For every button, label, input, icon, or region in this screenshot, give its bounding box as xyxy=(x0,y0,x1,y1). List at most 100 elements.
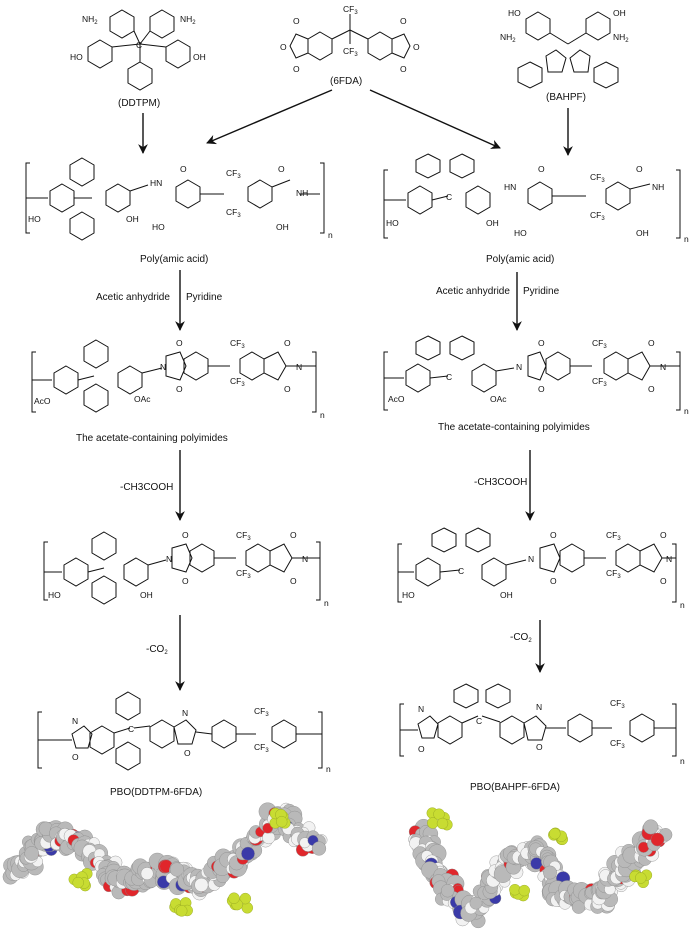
fluorine-sphere xyxy=(175,905,188,917)
carbonyl-oxygen-label: O xyxy=(290,576,297,586)
carbonyl-oxygen-label: O xyxy=(284,384,291,394)
reagent-acetic-anhydride-left: Acetic anhydride xyxy=(96,292,170,303)
fluorine-sphere xyxy=(518,884,530,897)
hydroxyl-label: OH xyxy=(140,590,153,600)
carbonyl-oxygen-label: O xyxy=(538,338,545,348)
cf3-label: CF3 xyxy=(254,706,269,718)
acetate-polyimide-left-label: The acetate-containing polyimides xyxy=(76,433,228,444)
pbo-ddtpm-6fda-label: PBO(DDTPM-6FDA) xyxy=(110,787,202,798)
acetoxy-label: AcO xyxy=(388,394,405,404)
amide-label: HN xyxy=(150,178,162,188)
oxygen-label: O xyxy=(400,16,407,26)
carbonyl-oxygen-label: O xyxy=(278,164,285,174)
reagent-co2-left: -CO2 xyxy=(146,644,168,656)
carbonyl-oxygen-label: O xyxy=(180,164,187,174)
monomer-6fda-label: (6FDA) xyxy=(330,76,362,87)
oxazole-oxygen-label: O xyxy=(184,748,191,758)
arrow-6fda-right xyxy=(369,89,501,149)
oxygen-label: O xyxy=(293,16,300,26)
amide-label: HN xyxy=(504,182,516,192)
carbonyl-oxygen-label: O xyxy=(176,384,183,394)
cf3-label: CF3 xyxy=(606,568,621,580)
pbo-bahpf-6fda: N O C N O CF3 CF3 n PBO(BAHPF-6FDA) xyxy=(399,683,685,793)
acetoxy-label: OAc xyxy=(134,394,151,404)
poly-amic-acid-left: HO OH HN O HO CF3 CF3 O NH OH n Poly(ami… xyxy=(25,157,333,265)
carbonyl-oxygen-label: O xyxy=(538,384,545,394)
carbonyl-oxygen-label: O xyxy=(550,576,557,586)
repeat-n-label: n xyxy=(680,756,685,766)
atom-sphere xyxy=(311,841,327,856)
cf3-label: CF3 xyxy=(226,207,241,219)
monomer-ddtpm: C NH2 HO NH2 OH (DDTPM) xyxy=(70,9,206,109)
amide-label: NH xyxy=(296,188,308,198)
poly-amic-acid-left-label: Poly(amic acid) xyxy=(140,254,208,265)
oxygen-label: O xyxy=(293,64,300,74)
acetate-polyimide-left: AcO OAc N O O CF3 CF3 O O N n The acetat… xyxy=(31,338,325,444)
fluorine-sphere xyxy=(72,876,84,889)
monomer-bahpf: HO NH2 OH NH2 (BAHPF) xyxy=(500,8,629,103)
amine-label: NH2 xyxy=(82,14,98,26)
repeat-n-label: n xyxy=(684,234,689,244)
oxygen-label: O xyxy=(400,64,407,74)
reagent-ch3cooh-right: -CH3COOH xyxy=(474,477,527,488)
cf3-label: CF3 xyxy=(254,742,269,754)
poly-amic-acid-right: C HO OH HN O HO CF3 CF3 O NH OH n Poly(a… xyxy=(383,153,689,265)
reagent-pyridine-right: Pyridine xyxy=(523,286,560,297)
amine-label: NH2 xyxy=(180,14,196,26)
pbo-ddtpm-6fda: N O C N O CF3 CF3 n PBO(DDTPM-6FDA) xyxy=(37,691,331,798)
acid-label: HO xyxy=(152,222,165,232)
hydroxyl-label: HO xyxy=(508,8,521,18)
imide-nitrogen-label: N xyxy=(528,554,534,564)
space-filling-model-ddtpm xyxy=(2,802,328,917)
carbonyl-oxygen-label: O xyxy=(538,164,545,174)
central-carbon-label: C xyxy=(446,372,452,382)
carbonyl-oxygen-label: O xyxy=(648,338,655,348)
reagent-pyridine-left: Pyridine xyxy=(186,292,223,303)
central-carbon-label: C xyxy=(446,192,452,202)
cf3-label: CF3 xyxy=(236,530,251,542)
atom-sphere xyxy=(643,819,659,835)
hydroxyl-label: OH xyxy=(500,590,513,600)
oxazole-oxygen-label: O xyxy=(72,752,79,762)
reagent-co2-right: -CO2 xyxy=(510,632,532,644)
acetate-polyimide-right: C AcO OAc N O O CF3 CF3 O O N n The acet… xyxy=(383,335,689,433)
repeat-n-label: n xyxy=(324,598,329,608)
fluorine-sphere xyxy=(276,816,288,828)
central-carbon-label: C xyxy=(458,566,464,576)
monomer-ddtpm-label: (DDTPM) xyxy=(118,98,160,109)
cf3-label: CF3 xyxy=(236,568,251,580)
cf3-label: CF3 xyxy=(343,46,358,58)
carbonyl-oxygen-label: O xyxy=(182,576,189,586)
hydroxyl-label: OH xyxy=(126,214,139,224)
acetate-polyimide-right-label: The acetate-containing polyimides xyxy=(438,422,590,433)
space-filling-model-bahpf xyxy=(408,807,673,929)
oxazole-nitrogen-label: N xyxy=(418,704,424,714)
cf3-label: CF3 xyxy=(590,210,605,222)
repeat-n-label: n xyxy=(680,600,685,610)
acid-label: OH xyxy=(276,222,289,232)
repeat-n-label: n xyxy=(328,230,333,240)
oxazole-nitrogen-label: N xyxy=(536,702,542,712)
central-carbon-label: C xyxy=(128,724,134,734)
oxazole-nitrogen-label: N xyxy=(72,716,78,726)
atom-sphere xyxy=(441,884,455,898)
amide-label: NH xyxy=(652,182,664,192)
imide-nitrogen-label: N xyxy=(160,362,166,372)
arrow-6fda-left xyxy=(206,89,333,145)
amine-label: NH2 xyxy=(500,32,516,44)
atom-sphere xyxy=(262,822,274,834)
oxygen-label: O xyxy=(280,42,287,52)
atom-sphere xyxy=(543,865,557,880)
monomer-6fda: CF3 CF3 O O O O O O (6FDA) xyxy=(280,4,420,87)
hydroxyl-label: OH xyxy=(193,52,206,62)
oxazole-nitrogen-label: N xyxy=(182,708,188,718)
fluorine-sphere xyxy=(549,828,561,840)
carbonyl-oxygen-label: O xyxy=(182,530,189,540)
imide-nitrogen-label: N xyxy=(666,554,672,564)
cf3-label: CF3 xyxy=(343,4,358,16)
cf3-label: CF3 xyxy=(590,172,605,184)
central-carbon-label: C xyxy=(476,716,482,726)
atom-sphere xyxy=(194,877,209,892)
acid-label: HO xyxy=(514,228,527,238)
